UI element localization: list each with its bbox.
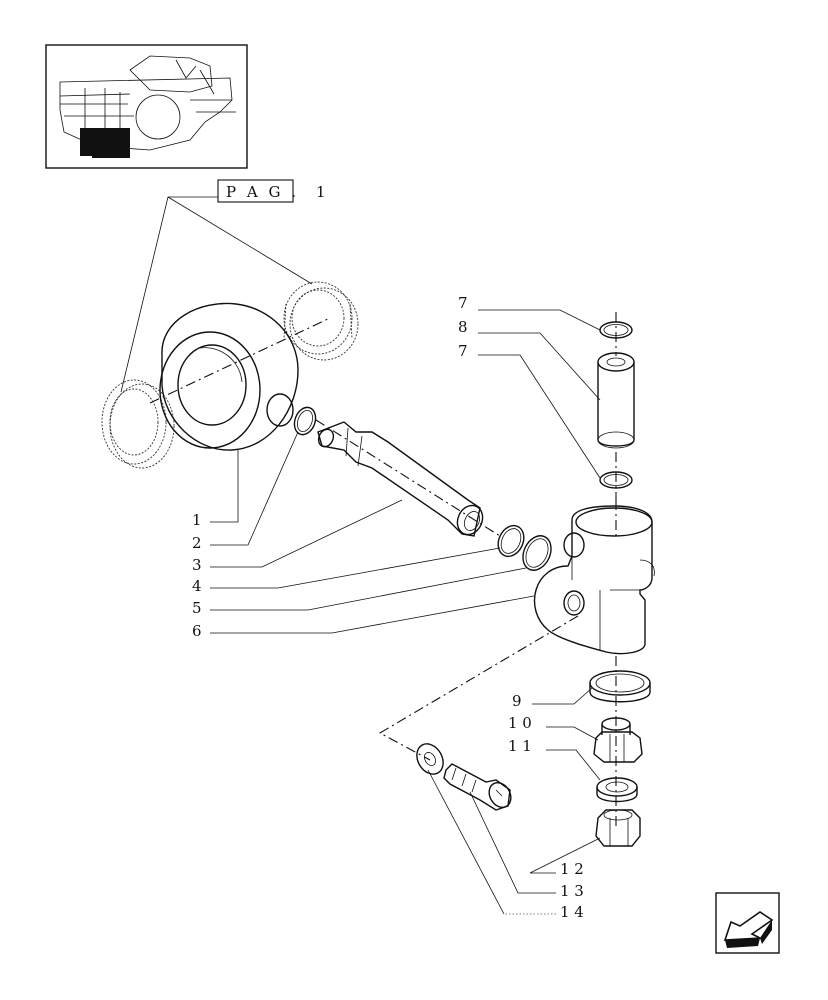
part-6-housing[interactable] bbox=[533, 500, 655, 655]
previous-page-arrow-icon[interactable] bbox=[715, 892, 780, 954]
part-2-o-ring[interactable] bbox=[291, 404, 319, 437]
part-4-o-ring[interactable] bbox=[493, 521, 528, 560]
part-14-washer[interactable] bbox=[412, 739, 449, 779]
callout-7-bottom: 7 bbox=[458, 342, 468, 360]
part-5-o-ring[interactable] bbox=[518, 531, 557, 575]
part-12-plug[interactable] bbox=[595, 809, 641, 847]
callout-12: 1 2 bbox=[560, 860, 584, 878]
callout-1: 1 bbox=[192, 511, 202, 529]
callout-2: 2 bbox=[192, 534, 202, 552]
page-reference-label: P A G . bbox=[226, 183, 299, 201]
callout-6: 6 bbox=[192, 622, 202, 640]
callout-4: 4 bbox=[192, 577, 202, 595]
callout-11: 1 1 bbox=[508, 737, 532, 755]
part-1-ring[interactable] bbox=[149, 302, 331, 451]
part-11-washer[interactable] bbox=[596, 777, 638, 803]
page-reference-number: 1 bbox=[316, 183, 326, 201]
callout-14: 1 4 bbox=[560, 903, 584, 921]
part-9-seal[interactable] bbox=[589, 670, 651, 703]
part-8-sleeve[interactable] bbox=[597, 352, 635, 449]
callout-8: 8 bbox=[458, 318, 468, 336]
ghost-bearing-left bbox=[101, 379, 175, 469]
callout-9: 9 bbox=[512, 692, 522, 710]
callout-7-top: 7 bbox=[458, 294, 468, 312]
callout-10: 1 0 bbox=[508, 714, 532, 732]
callout-5: 5 bbox=[192, 599, 202, 617]
tractor-assembly-thumbnail-icon[interactable] bbox=[45, 44, 248, 169]
callout-13: 1 3 bbox=[560, 882, 584, 900]
ghost-bearing-right bbox=[283, 281, 359, 361]
page-reference[interactable]: P A G . 1 bbox=[120, 179, 326, 393]
part-10-fitting[interactable] bbox=[593, 717, 643, 763]
callout-3: 3 bbox=[192, 556, 202, 574]
part-3-shaft[interactable] bbox=[315, 419, 501, 539]
part-13-bolt[interactable] bbox=[443, 763, 515, 811]
